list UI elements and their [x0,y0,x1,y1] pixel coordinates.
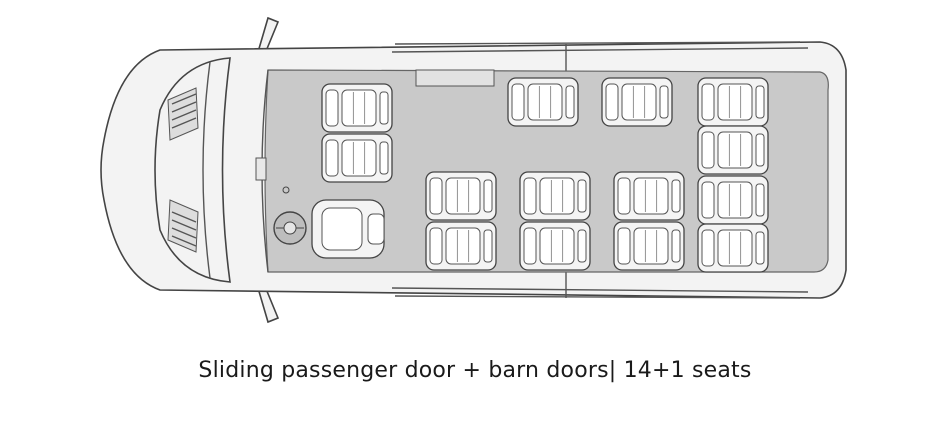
seat-icon [425,221,497,271]
seat-icon [697,125,769,175]
van-top-view-icon [100,16,847,324]
seat-icon [321,83,393,133]
steering-wheel-icon [273,211,307,245]
seat-icon [697,77,769,127]
seat-icon [519,221,591,271]
seat-icon [613,171,685,221]
seat-icon [425,171,497,221]
layout-caption: Sliding passenger door + barn doors| 14+… [198,358,752,383]
driver-seat [311,199,385,259]
seat-icon [697,175,769,225]
cabin-floor [264,69,829,273]
seat-icon [519,171,591,221]
seat-icon [321,133,393,183]
seat-icon [613,221,685,271]
seat-icon [697,223,769,273]
top-window-panel [415,69,495,87]
seat-icon [601,77,673,127]
seat-icon [507,77,579,127]
